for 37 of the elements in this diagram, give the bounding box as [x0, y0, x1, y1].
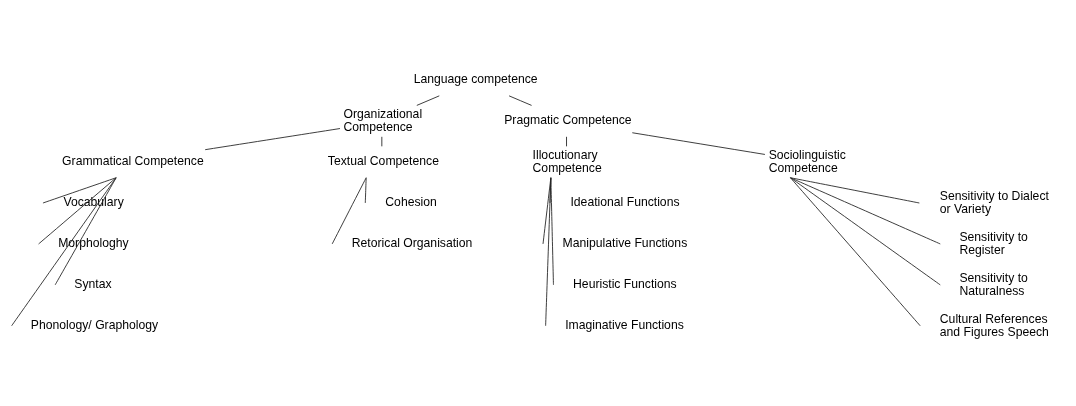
node-text: Ideational Functions	[570, 195, 680, 210]
connector	[545, 177, 552, 327]
node-text: Imaginative Functions	[565, 318, 684, 333]
connector	[38, 177, 117, 245]
node-text: Cultural References and Figures Speech	[939, 311, 1049, 339]
connector	[11, 177, 117, 327]
node-text: Language competence	[413, 72, 538, 87]
node-text: Organizational Competence	[343, 106, 423, 134]
connector	[416, 95, 440, 106]
node-text: Sensitivity to Naturalness	[959, 270, 1028, 298]
node-text: Illocutionary Competence	[532, 147, 602, 175]
node-text: Textual Competence	[327, 154, 439, 169]
connector	[508, 95, 532, 106]
node-text: Sensitivity to Register	[959, 229, 1028, 257]
node-text: Pragmatic Competence	[504, 113, 632, 128]
connector	[331, 177, 367, 245]
node-text: Sociolinguistic Competence	[768, 147, 846, 175]
connector	[790, 177, 920, 204]
connector	[790, 177, 921, 327]
node-text: Sensitivity to Dialect or Variety	[939, 188, 1049, 216]
connector	[204, 128, 341, 151]
node-text: Retorical Organisation	[351, 236, 473, 251]
connector	[631, 132, 766, 155]
node-text: Syntax	[74, 277, 112, 292]
connector	[364, 177, 367, 204]
node-text: Vocabulary	[63, 195, 124, 210]
connector	[566, 136, 567, 147]
node-text: Cohesion	[385, 195, 437, 210]
connector	[550, 177, 554, 286]
node-text: Heuristic Functions	[573, 277, 677, 292]
connector	[42, 177, 117, 204]
node-text: Manipulative Functions	[562, 236, 688, 251]
connector	[790, 177, 941, 245]
node-text: Phonology/ Graphology	[30, 318, 159, 333]
node-text: Morphologhy	[58, 236, 129, 251]
connector	[790, 177, 941, 286]
node-text: Grammatical Competence	[62, 154, 204, 169]
